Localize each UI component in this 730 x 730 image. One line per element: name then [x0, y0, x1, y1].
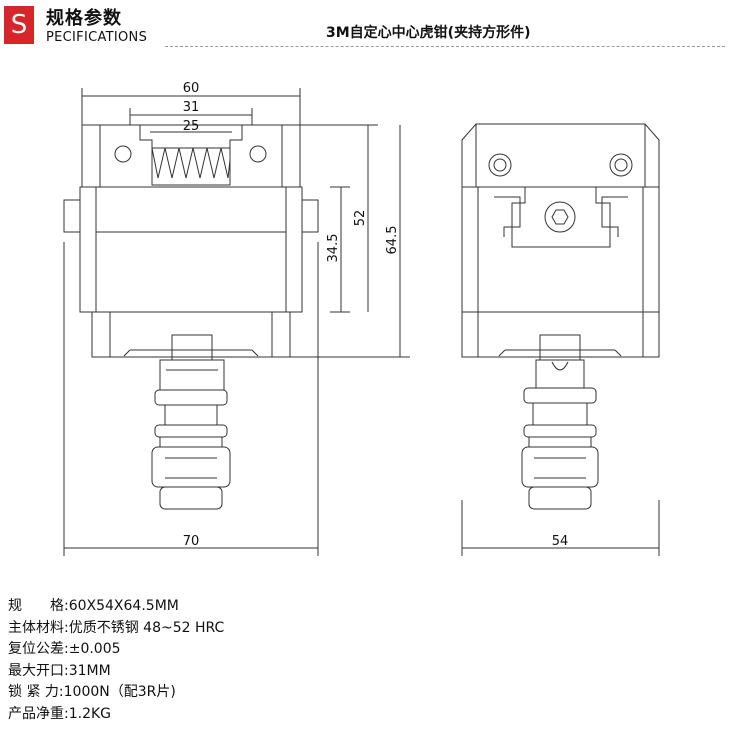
- section-badge: S: [4, 6, 34, 44]
- side-top-block: [461, 123, 660, 188]
- spec-value: :1.2KG: [64, 705, 112, 722]
- spec-row-max-opening: 最大开口:31MM: [8, 661, 224, 683]
- front-dimensions: [63, 88, 410, 556]
- spec-label: 锁 紧 力: [8, 684, 59, 701]
- front-base-plate: [91, 311, 291, 358]
- front-body: [79, 186, 303, 313]
- side-center-bolt: [544, 201, 576, 233]
- dim-64-5: 64.5: [385, 226, 400, 255]
- spec-label: 复位公差: [8, 641, 64, 658]
- spec-list: 规 格:60X54X64.5MM 主体材料:优质不锈钢 48~52 HRC 复位…: [8, 596, 224, 726]
- spec-row-clamping-force: 锁 紧 力:1000N（配3R片): [8, 682, 224, 704]
- dim-31: 31: [183, 100, 200, 115]
- technical-drawing: 60 31 25 34.5 52 64.5 70: [0, 50, 730, 570]
- spec-value: :31MM: [64, 662, 111, 679]
- front-left-hole: [114, 145, 132, 163]
- front-view: [63, 124, 319, 510]
- product-subtitle: 3M自定心中心虎钳(夹持方形件): [326, 25, 531, 41]
- dim-52: 52: [353, 210, 368, 227]
- spec-value: :1000N（配3R片): [58, 684, 176, 701]
- section-title-english: PECIFICATIONS: [46, 30, 148, 45]
- side-pull-stud-head: [521, 446, 599, 488]
- spec-value: :±0.005: [64, 641, 121, 658]
- side-view: [461, 123, 660, 510]
- dim-70: 70: [183, 534, 200, 549]
- front-pull-stud-head: [151, 446, 231, 488]
- dim-34-5: 34.5: [326, 234, 341, 263]
- header: S 规格参数 PECIFICATIONS 3M自定心中心虎钳(夹持方形件): [0, 0, 730, 50]
- spec-value: :优质不锈钢 48~52 HRC: [64, 619, 225, 636]
- side-left-bolt: [488, 153, 512, 177]
- spec-label: 最大开口: [8, 662, 64, 679]
- side-pull-stud-collar: [523, 387, 597, 404]
- header-divider: [165, 46, 725, 47]
- front-pull-stud-collar: [154, 389, 228, 406]
- side-dimensions: [461, 500, 660, 556]
- dim-54: 54: [552, 534, 569, 549]
- dim-25: 25: [183, 119, 200, 134]
- side-right-bolt: [609, 153, 633, 177]
- spec-row-size: 规 格:60X54X64.5MM: [8, 596, 224, 618]
- spec-label: 规 格: [8, 598, 64, 614]
- spec-row-material: 主体材料:优质不锈钢 48~52 HRC: [8, 618, 224, 640]
- spec-row-net-weight: 产品净重:1.2KG: [8, 704, 224, 726]
- side-body: [461, 186, 660, 313]
- spec-label: 主体材料: [8, 619, 64, 636]
- dim-60: 60: [183, 81, 200, 96]
- section-title: 规格参数: [46, 8, 122, 29]
- spec-row-tolerance: 复位公差:±0.005: [8, 639, 224, 661]
- spec-value: :60X54X64.5MM: [64, 598, 179, 614]
- side-base-plate: [461, 311, 660, 358]
- spec-label: 产品净重: [8, 705, 64, 722]
- front-right-hole: [249, 145, 267, 163]
